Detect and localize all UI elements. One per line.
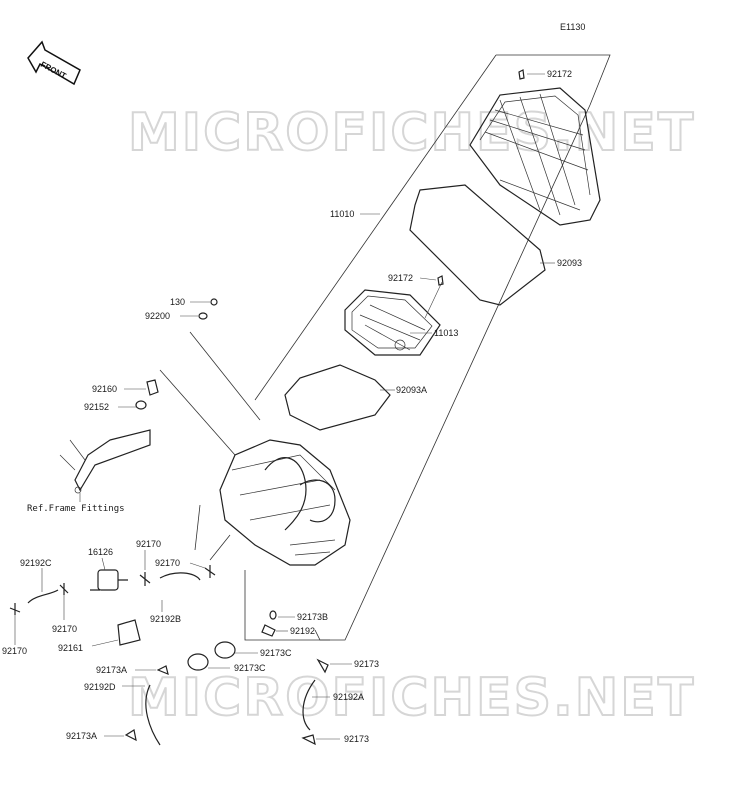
leader-16126 bbox=[101, 557, 106, 571]
collar-92152 bbox=[135, 400, 147, 410]
label-92192: 92192 bbox=[290, 626, 315, 636]
frame-bracket bbox=[59, 429, 151, 494]
washer-92200 bbox=[198, 312, 208, 320]
label-92192D: 92192D bbox=[84, 682, 116, 692]
diagram-code: E1130 bbox=[560, 22, 585, 32]
label-92170-right: 92170 bbox=[136, 539, 161, 549]
label-92192C: 92192C bbox=[20, 558, 52, 568]
watermark-top: MICROFICHES.NET bbox=[128, 103, 695, 163]
hose-92192-small bbox=[269, 610, 277, 620]
label-92152: 92152 bbox=[84, 402, 109, 412]
clamp-92173C-a bbox=[214, 641, 236, 659]
hose-92192B bbox=[159, 572, 201, 581]
leader-92170-upper bbox=[189, 562, 206, 569]
gasket-92093 bbox=[409, 184, 546, 306]
clip-92173B bbox=[261, 624, 276, 637]
clamp-92173A-lower bbox=[124, 729, 137, 742]
label-92093: 92093 bbox=[557, 258, 582, 268]
label-92093A: 92093A bbox=[396, 385, 427, 395]
label-92173-lower: 92173 bbox=[344, 734, 369, 744]
label-130: 130 bbox=[170, 297, 185, 307]
label-92170-left: 92170 bbox=[2, 646, 27, 656]
label-92172-top: 92172 bbox=[547, 69, 572, 79]
front-arrow-icon: FRONT bbox=[27, 40, 81, 86]
clamp-92170-mid bbox=[59, 583, 69, 595]
air-cleaner-cover bbox=[469, 87, 601, 226]
assembly-frame-left bbox=[254, 54, 497, 401]
leader-92161 bbox=[91, 639, 119, 647]
air-cleaner-housing bbox=[219, 439, 351, 566]
label-11010: 11010 bbox=[330, 209, 354, 219]
label-92161: 92161 bbox=[58, 643, 83, 653]
leader-92172-label bbox=[419, 277, 437, 281]
clamp-92170-upper bbox=[204, 565, 216, 578]
leader-92160 bbox=[159, 369, 236, 456]
watermark-bottom: MICROFICHES.NET bbox=[128, 668, 695, 728]
clamp-92173C-b bbox=[187, 653, 209, 671]
label-92172-mid: 92172 bbox=[388, 273, 413, 283]
label-92173C-a: 92173C bbox=[260, 648, 292, 658]
hose-92192C bbox=[27, 589, 59, 604]
bolt-130 bbox=[210, 298, 218, 306]
air-filter-element bbox=[344, 289, 441, 356]
bracket-92161 bbox=[117, 619, 141, 646]
label-92192B: 92192B bbox=[150, 614, 181, 624]
label-92170-mid: 92170 bbox=[52, 624, 77, 634]
clamp-92170-right bbox=[139, 572, 151, 586]
valve-16126 bbox=[90, 569, 128, 591]
screw-92172-mid bbox=[437, 275, 444, 286]
label-92173A-lower: 92173A bbox=[66, 731, 97, 741]
clamp-92173-upper bbox=[316, 658, 329, 674]
label-11013: 11013 bbox=[434, 328, 458, 338]
label-92173A-upper: 92173A bbox=[96, 665, 127, 675]
label-16126: 16126 bbox=[88, 547, 113, 557]
assembly-frame-right bbox=[314, 54, 611, 641]
clamp-92173-lower bbox=[301, 734, 316, 746]
hose-92192D bbox=[145, 684, 161, 746]
leader-lower-left bbox=[194, 504, 231, 561]
screw-92172-top bbox=[518, 69, 525, 80]
damper-92160 bbox=[146, 379, 159, 396]
hose-92192A bbox=[302, 679, 316, 731]
label-92170-upper: 92170 bbox=[155, 558, 180, 568]
leader-92172-mid bbox=[424, 281, 443, 319]
ref-frame-fittings: Ref.Frame Fittings bbox=[27, 504, 125, 514]
label-92173C-b: 92173C bbox=[234, 663, 266, 673]
label-92192A: 92192A bbox=[333, 692, 364, 702]
leader-bottom bbox=[244, 570, 330, 641]
label-92173-upper: 92173 bbox=[354, 659, 379, 669]
label-92173B: 92173B bbox=[297, 612, 328, 622]
clamp-92173A-upper bbox=[156, 665, 169, 675]
leader-92200 bbox=[189, 331, 261, 421]
label-92160: 92160 bbox=[92, 384, 117, 394]
clamp-92170-left bbox=[9, 603, 21, 615]
label-92200: 92200 bbox=[145, 311, 170, 321]
gasket-92093A bbox=[284, 364, 391, 431]
